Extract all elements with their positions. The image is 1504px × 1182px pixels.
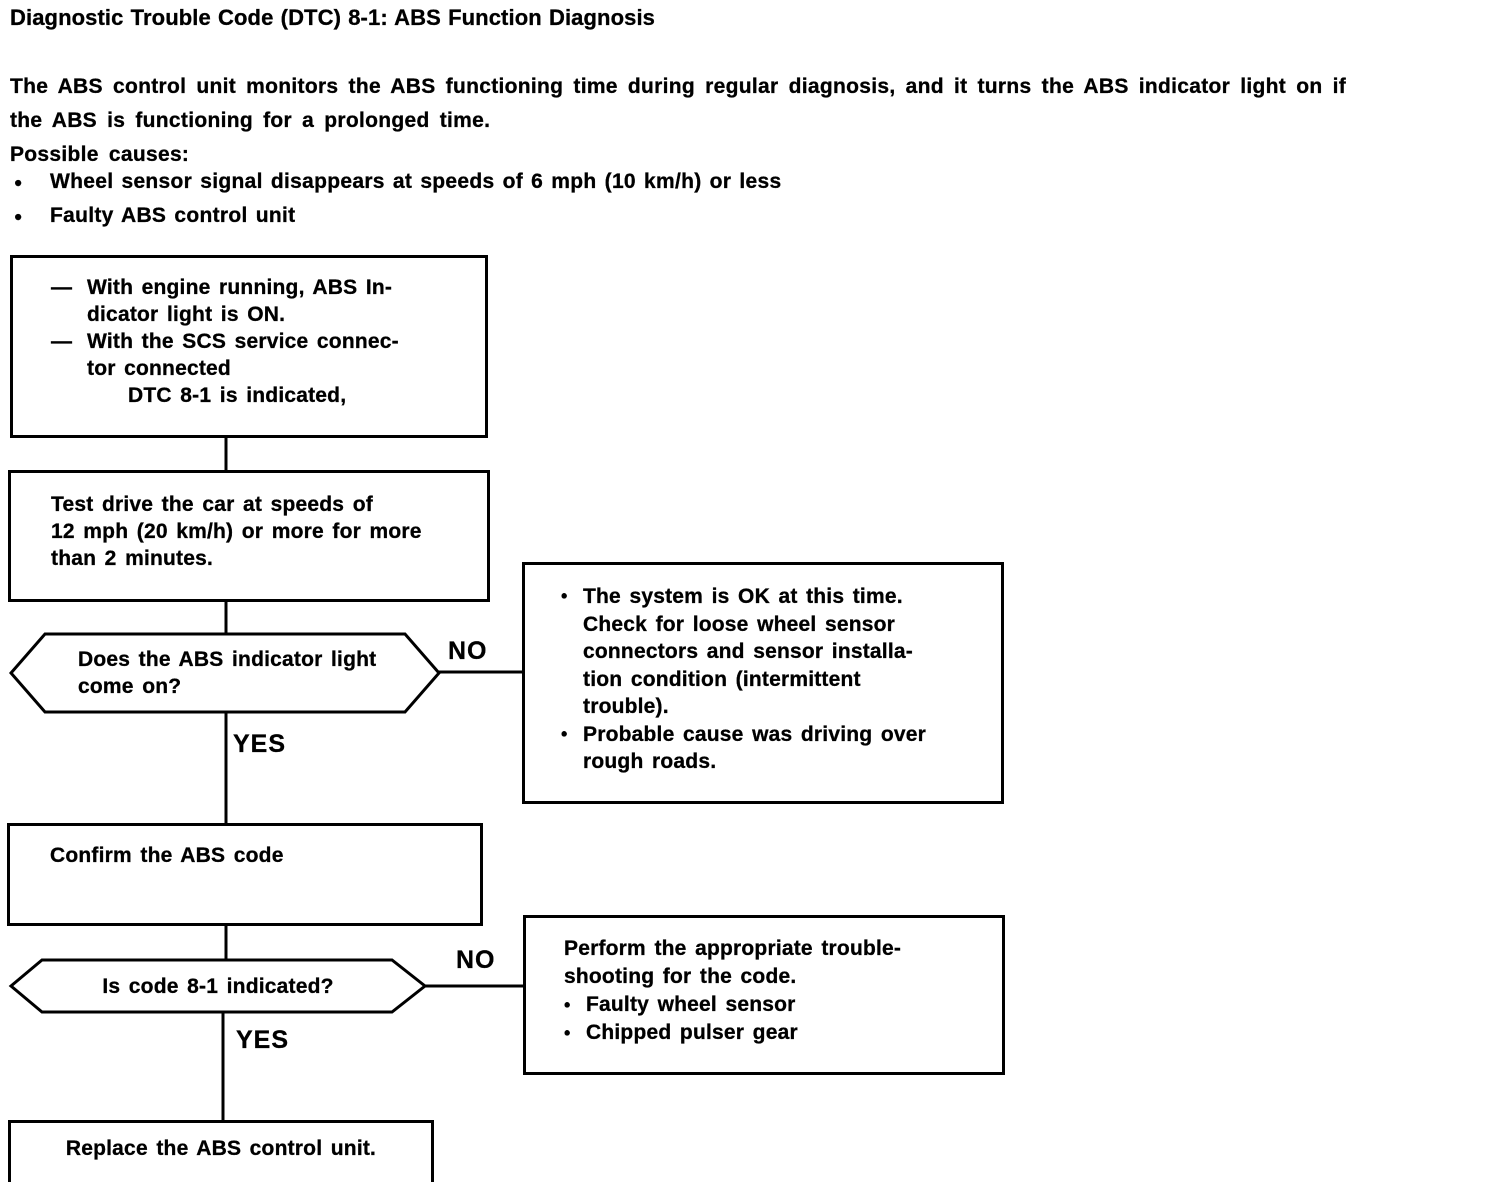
text-line: The system is OK at this time. <box>583 585 903 608</box>
intro-line: the ABS is functioning for a prolonged t… <box>10 109 491 132</box>
system-ok-result-box: • The system is OK at this time. Check f… <box>522 562 1004 804</box>
text-line: Faulty wheel sensor <box>586 993 796 1016</box>
possible-causes-label: Possible causes: <box>10 143 190 166</box>
possible-causes-list: ● Wheel sensor signal disappears at spee… <box>10 170 782 238</box>
text-line: 12 mph (20 km/h) or more for more <box>51 520 422 543</box>
test-drive-box: Test drive the car at speeds of 12 mph (… <box>8 470 490 602</box>
bullet-icon: • <box>564 1023 571 1043</box>
cause-text: Faulty ABS control unit <box>50 204 296 227</box>
text-line: tion condition (intermittent <box>583 667 861 691</box>
decision-question: Does the ABS indicator light come on? <box>78 646 376 700</box>
decision-question: Is code 8-1 indicated? <box>102 975 334 998</box>
bullet-icon: ● <box>14 208 23 224</box>
intro-paragraph: The ABS control unit monitors the ABS fu… <box>10 70 1346 172</box>
text-line: Check for loose wheel sensor <box>583 612 896 636</box>
result-bullet-item: • Chipped pulser gear <box>564 1019 994 1047</box>
start-conditions-box: — With engine running, ABS In- dicator l… <box>10 255 488 438</box>
text-line: Chipped pulser gear <box>586 1021 798 1044</box>
condition-text: With the SCS service connec- tor connect… <box>87 328 399 382</box>
text-line: Test drive the car at speeds of <box>51 493 373 516</box>
text-line: come on? <box>78 675 182 698</box>
dash-marker: — <box>51 276 73 299</box>
decision-abs-indicator-light: Does the ABS indicator light come on? <box>8 631 442 715</box>
text-line: Perform the appropriate trouble- <box>564 937 902 960</box>
no-branch-label: NO <box>456 946 496 974</box>
text-line: rough roads. <box>583 750 717 773</box>
no-branch-label: NO <box>448 637 488 665</box>
bullet-icon: • <box>561 586 568 606</box>
yes-branch-label: YES <box>236 1026 290 1054</box>
bullet-icon: • <box>561 723 568 744</box>
text-line: dicator light is ON. <box>87 303 286 326</box>
bullet-icon: • <box>564 995 571 1015</box>
text-line: connectors and sensor installa- <box>583 640 913 663</box>
page-title: Diagnostic Trouble Code (DTC) 8-1: ABS F… <box>10 5 656 30</box>
confirm-abs-code-box: Confirm the ABS code <box>7 823 483 926</box>
cause-list-item: ● Wheel sensor signal disappears at spee… <box>10 170 782 204</box>
intro-line: The ABS control unit monitors the ABS fu… <box>10 75 1347 98</box>
result-text: The system is OK at this time. Check for… <box>583 583 913 721</box>
text-line: shooting for the code. <box>564 965 797 988</box>
text-line: Replace the ABS control unit. <box>65 1137 377 1160</box>
decision-hexagon-shape <box>9 632 441 714</box>
result-bullet-item: • Probable cause was driving over rough … <box>561 721 993 776</box>
cause-list-item: ● Faulty ABS control unit <box>10 204 782 238</box>
bullet-icon: ● <box>14 174 23 190</box>
decision-hexagon-shape <box>8 958 428 1014</box>
condition-item: — With the SCS service connec- tor conne… <box>51 328 479 382</box>
text-line: than 2 minutes. <box>51 547 214 570</box>
text-line: With the SCS service connec- <box>87 330 399 353</box>
text-line: Confirm the ABS code <box>50 844 284 867</box>
text-line: trouble). <box>583 695 669 718</box>
result-bullet-item: • The system is OK at this time. Check f… <box>561 583 993 721</box>
condition-item: — With engine running, ABS In- dicator l… <box>51 274 479 328</box>
dash-marker: — <box>51 330 73 353</box>
cause-text: Wheel sensor signal disappears at speeds… <box>50 170 782 193</box>
text-line: Does the ABS indicator light <box>78 648 377 671</box>
decision-code-8-1: Is code 8-1 indicated? <box>8 957 428 1015</box>
replace-abs-control-unit-box: Replace the ABS control unit. <box>8 1120 434 1182</box>
text-line: Probable cause was driving over <box>583 722 926 746</box>
yes-branch-label: YES <box>233 730 287 758</box>
condition-text: With engine running, ABS In- dicator lig… <box>87 274 392 328</box>
text-line: tor connected <box>87 357 231 380</box>
text-line: With engine running, ABS In- <box>87 276 393 299</box>
result-bullet-item: • Faulty wheel sensor <box>564 991 994 1019</box>
result-text: Probable cause was driving over rough ro… <box>583 721 926 776</box>
dtc-indicated-text: DTC 8-1 is indicated, <box>128 384 347 407</box>
troubleshoot-result-box: Perform the appropriate trouble- shootin… <box>523 915 1005 1075</box>
